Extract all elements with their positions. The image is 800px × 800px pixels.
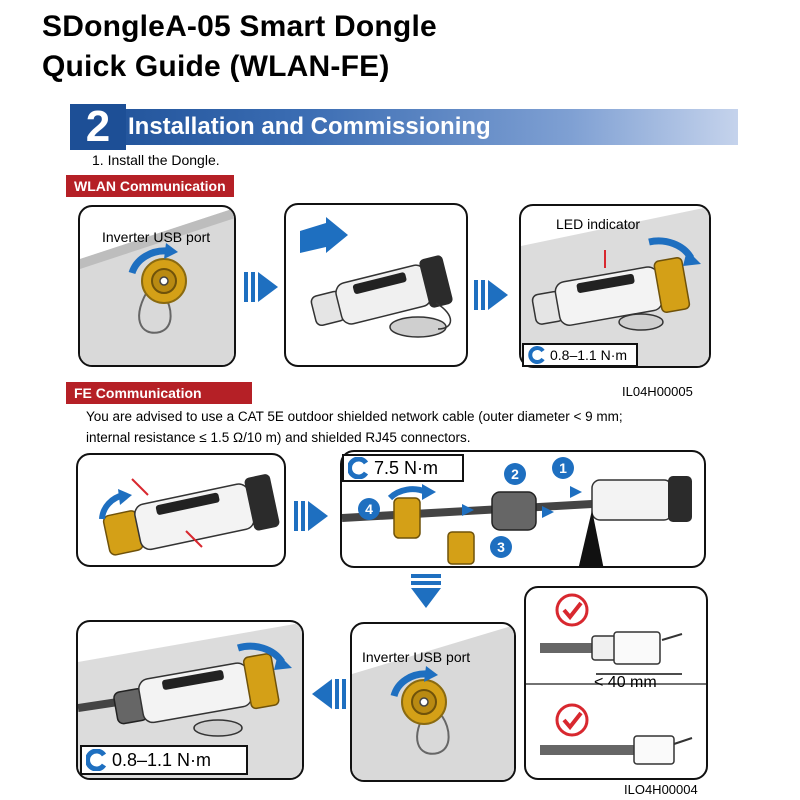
step-instruction: 1. Install the Dongle. [92, 152, 220, 168]
fe-cable-note: You are advised to use a CAT 5E outdoor … [86, 406, 786, 448]
dongle-tighten-illustration [521, 206, 709, 366]
fe-panel-cable-check [524, 586, 708, 780]
document-title-line1: SDongleA-05 Smart Dongle [42, 10, 437, 43]
fe-figure-code: ILO4H00004 [624, 782, 698, 797]
section-title: Installation and Commissioning [128, 113, 491, 140]
fe-cable-note-line2: internal resistance ≤ 1.5 Ω/10 m) and sh… [86, 430, 471, 445]
cable-assembly-illustration [342, 476, 692, 566]
usb-port-illustration [352, 625, 514, 780]
document-title-line2: Quick Guide (WLAN-FE) [42, 50, 390, 83]
fe-install-torque-value: 0.8–1.1 N·m [112, 749, 212, 770]
fe-assembly-torque-box: 7.5 N·m [342, 454, 464, 482]
wlan-communication-tag: WLAN Communication [66, 175, 234, 197]
fe-assembly-torque-value: 7.5 N·m [374, 457, 439, 478]
wlan-panel-dongle-insert [284, 203, 468, 367]
dongle-remove-cover-illustration [99, 474, 280, 556]
wlan-figure-code: IL04H00005 [622, 384, 693, 399]
wlan-panel-tighten [519, 204, 711, 368]
wlan-panel-usb-port [78, 205, 236, 367]
led-indicator-label: LED indicator [556, 216, 641, 232]
step-badge-4: 4 [358, 498, 380, 520]
arrow-right-icon [474, 280, 508, 310]
usb-port-illustration [80, 208, 234, 365]
strip-length-label: < 40 mm [594, 674, 657, 691]
fe-communication-tag: FE Communication [66, 382, 252, 404]
check-icon [555, 703, 589, 737]
inverter-usb-port-label: Inverter USB port [102, 229, 211, 245]
fe-panel-installed [76, 620, 304, 780]
step-badge-2: 2 [504, 463, 526, 485]
rotate-icon [86, 749, 107, 771]
check-icon [555, 593, 589, 627]
fe-panel-usb-port [350, 622, 516, 782]
arrow-left-icon [312, 679, 346, 709]
section-number: 2 [70, 104, 126, 150]
rotate-icon [528, 346, 545, 364]
rj45-connector-illustration [526, 631, 706, 765]
rotate-icon [348, 457, 369, 479]
arrow-down-icon [411, 574, 441, 608]
dongle-illustration [300, 217, 453, 338]
step-badge-3: 3 [490, 536, 512, 558]
fe-inverter-usb-port-label: Inverter USB port [362, 649, 471, 665]
fe-cable-note-line1: You are advised to use a CAT 5E outdoor … [86, 409, 623, 424]
fe-panel-remove-cover [76, 453, 286, 567]
wlan-torque-value: 0.8–1.1 N·m [550, 347, 628, 363]
dongle-installed-illustration [78, 622, 302, 778]
arrow-right-icon [244, 272, 278, 302]
arrow-right-icon [294, 501, 328, 531]
fe-install-torque-box: 0.8–1.1 N·m [80, 745, 248, 775]
step-badge-1: 1 [552, 457, 574, 479]
section-banner [70, 109, 738, 145]
wlan-torque-box: 0.8–1.1 N·m [522, 343, 638, 367]
